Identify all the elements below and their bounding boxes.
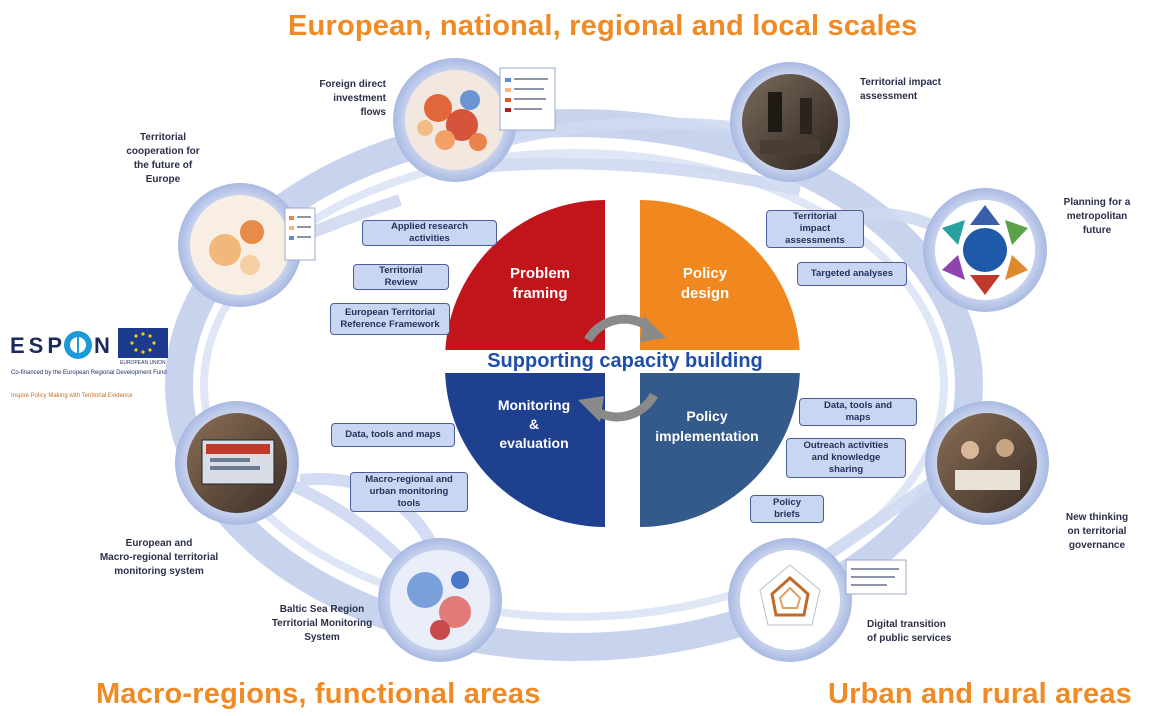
tagline-text: Inspire Policy Making with Territorial E…	[11, 393, 133, 399]
eu-flag-icon	[118, 328, 168, 358]
label-problem-framing: Problem framing	[509, 265, 570, 302]
heading-bottom-left: Macro-regions, functional areas	[96, 678, 541, 710]
label-cooperation: Territorial cooperation for the future o…	[126, 132, 200, 185]
circle-fdi-map	[393, 58, 556, 182]
circle-baltic-map	[378, 538, 502, 662]
label-governance: New thinking on territorial governance	[1065, 512, 1129, 551]
center-title: Supporting capacity building	[440, 350, 810, 373]
box-etrf: European Territorial Reference Framework	[330, 303, 450, 335]
box-policy-briefs: Policy briefs	[750, 495, 824, 523]
box-tia: Territorial impact assessments	[766, 210, 864, 248]
label-monitoring-system: European and Macro-regional territorial …	[99, 538, 219, 577]
quadrant-policy-design	[640, 200, 800, 360]
quadrant-policy-implementation	[640, 367, 800, 527]
label-digital: Digital transition of public services	[867, 619, 952, 644]
box-applied-research: Applied research activities	[362, 220, 497, 246]
circle-tia-photo	[730, 62, 850, 182]
logo-word-right: N	[94, 333, 114, 358]
circle-monitoring-laptop	[175, 401, 299, 525]
label-policy-design: Policy design	[680, 265, 730, 302]
label-monitoring-evaluation: Monitoring & evaluation	[497, 397, 571, 451]
box-data-tools-left: Data, tools and maps	[331, 423, 455, 447]
label-policy-implementation: Policy implementation	[655, 408, 759, 444]
label-tia: Territorial impact assessment	[860, 77, 941, 102]
label-baltic: Baltic Sea Region Territorial Monitoring…	[271, 604, 373, 643]
espon-logo-icon	[64, 331, 92, 359]
circle-cooperation-map	[178, 183, 316, 307]
box-data-tools-right: Data, tools and maps	[799, 398, 917, 426]
label-fdi: Foreign direct investment flows	[319, 79, 386, 118]
cofinanced-text: Co-financed by the European Regional Dev…	[11, 370, 167, 376]
arrow-head-top	[640, 316, 666, 342]
box-territorial-review: Territorial Review	[353, 264, 449, 290]
eu-label: EUROPEAN UNION	[120, 360, 166, 366]
circle-governance-photo	[925, 401, 1049, 525]
label-metropolitan: Planning for a metropolitan future	[1063, 197, 1131, 236]
box-macro-tools: Macro-regional and urban monitoring tool…	[350, 472, 468, 512]
heading-top: European, national, regional and local s…	[288, 10, 918, 42]
quadrant-monitoring-evaluation	[445, 367, 605, 527]
logo-word-left: ESP	[10, 333, 67, 358]
circle-digital-radar	[728, 538, 907, 662]
circle-metropolitan-diagram	[923, 188, 1047, 312]
arrow-head-bottom	[578, 396, 604, 422]
box-targeted-analyses: Targeted analyses	[797, 262, 907, 286]
box-outreach: Outreach activities and knowledge sharin…	[786, 438, 906, 478]
quadrant-problem-framing	[445, 200, 605, 360]
heading-bottom-right: Urban and rural areas	[828, 678, 1132, 710]
